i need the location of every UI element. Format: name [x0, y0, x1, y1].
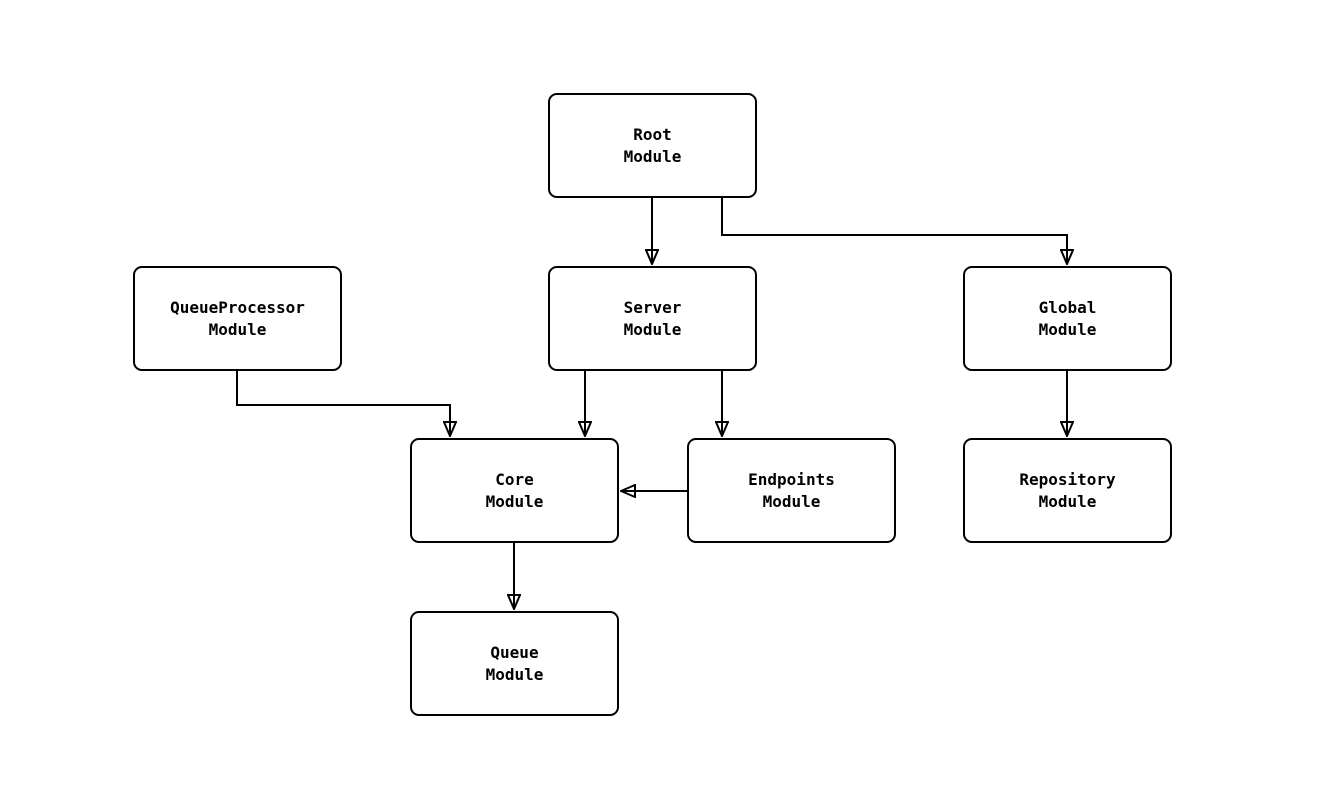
node-repository-module: Repository Module — [963, 438, 1172, 543]
node-queueprocessor-module: QueueProcessor Module — [133, 266, 342, 371]
node-endpoints-label-line1: Endpoints — [748, 469, 835, 489]
node-core-label-line2: Module — [485, 491, 544, 511]
node-global-module: Global Module — [963, 266, 1172, 371]
node-endpoints-module: Endpoints Module — [687, 438, 896, 543]
node-global-label-line1: Global — [1038, 297, 1097, 317]
node-root-label-line1: Root — [633, 124, 672, 144]
node-server-label-line1: Server — [623, 297, 682, 317]
node-root-module: Root Module — [548, 93, 757, 198]
node-queueprocessor-label-line2: Module — [208, 319, 267, 339]
node-server-module: Server Module — [548, 266, 757, 371]
node-queue-label-line1: Queue — [490, 642, 539, 662]
node-repository-label-line1: Repository — [1019, 469, 1116, 489]
node-endpoints-label-line2: Module — [762, 491, 821, 511]
node-global-label-line2: Module — [1038, 319, 1097, 339]
node-root-label-line2: Module — [623, 146, 682, 166]
node-queue-module: Queue Module — [410, 611, 619, 716]
node-core-module: Core Module — [410, 438, 619, 543]
node-queue-label-line2: Module — [485, 664, 544, 684]
node-core-label-line1: Core — [495, 469, 534, 489]
edge-root-to-global — [721, 198, 1067, 264]
edge-queueprocessor-to-core — [236, 371, 450, 436]
node-queueprocessor-label-line1: QueueProcessor — [170, 297, 305, 317]
node-server-label-line2: Module — [623, 319, 682, 339]
node-repository-label-line2: Module — [1038, 491, 1097, 511]
